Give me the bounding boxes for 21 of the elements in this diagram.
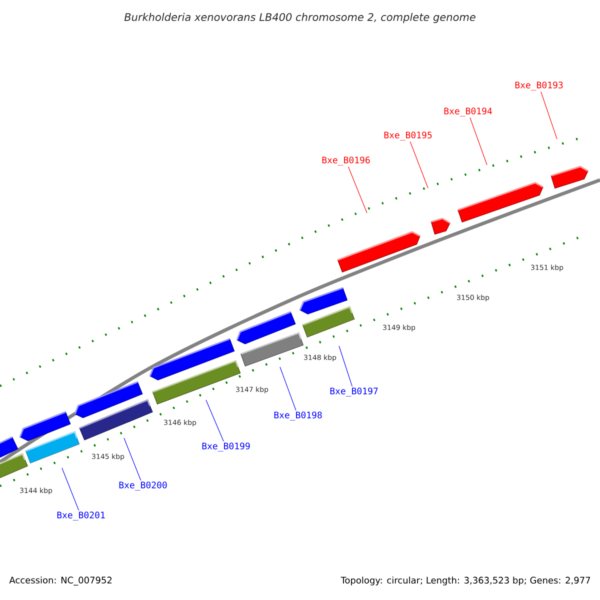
gene-label: Bxe_B0201	[57, 512, 105, 520]
gene-label: Bxe_B0200	[119, 482, 167, 490]
leader-line	[206, 400, 224, 442]
leader-line	[348, 166, 368, 214]
leader-line	[338, 346, 352, 387]
gene-label: Bxe_B0195	[384, 132, 432, 140]
gene-label: Bxe_B0197	[330, 388, 378, 396]
gene-label: Bxe_B0193	[515, 82, 563, 90]
gene-label: Bxe_B0199	[202, 442, 250, 452]
gene-label: Bxe_B0198	[274, 412, 322, 420]
title: Burkholderia xenovorans LB400 chromosome 2, complete genome	[124, 12, 476, 24]
footer-text: Topology: circular; Length: 3,363,523 bp; Genes: 2,977	[340, 576, 590, 586]
footer-text: Accession: NC_007952	[9, 576, 112, 586]
leader-line	[410, 141, 428, 188]
gene-label: Bxe_B0196	[322, 156, 370, 166]
leader-line	[540, 91, 558, 140]
gene-label: Bxe_B0194	[444, 108, 492, 116]
leader-line	[470, 117, 488, 166]
leader-line	[280, 366, 296, 411]
leader-line	[124, 438, 142, 481]
leader-line	[62, 468, 80, 511]
